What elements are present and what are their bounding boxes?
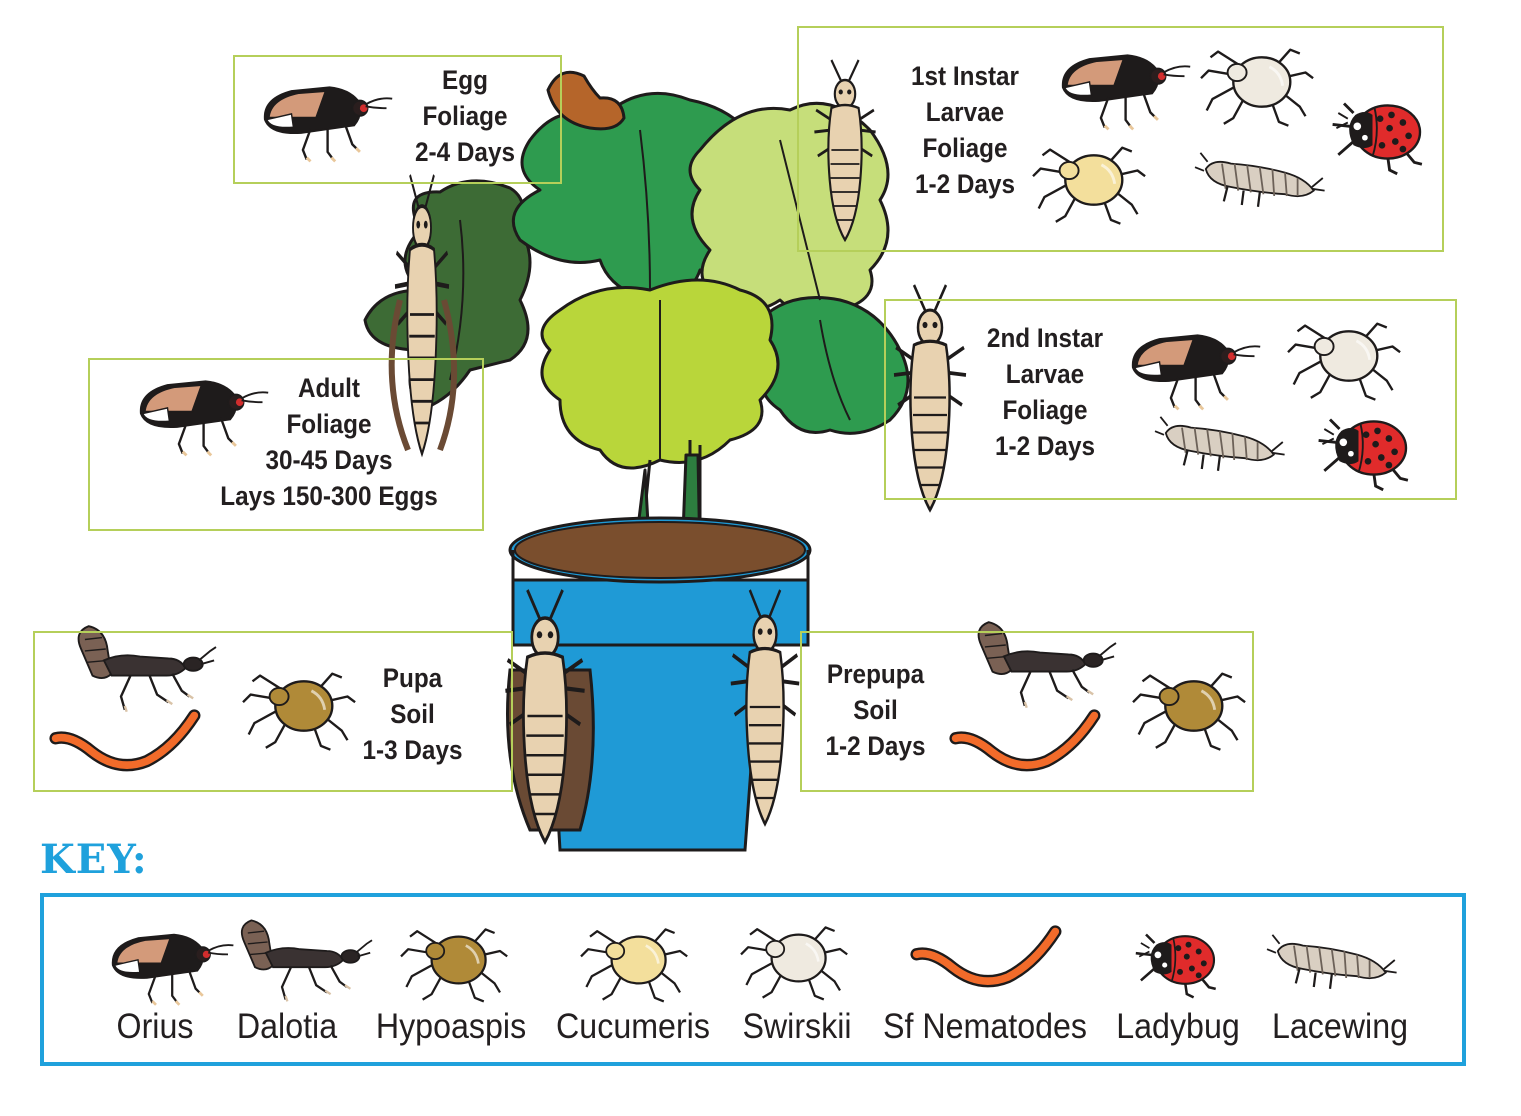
key-title: KEY:: [40, 836, 148, 883]
thrips-adult-icon: [388, 175, 458, 454]
key-label-sf-nematodes: Sf Nematodes: [882, 1007, 1088, 1046]
thrips-egg-icon: [546, 70, 626, 131]
second-instar-stage-label: 2nd Instar Larvae Foliage 1-2 Days: [986, 323, 1104, 461]
pupa-stage-label: Pupa Soil 1-3 Days: [362, 663, 463, 765]
key-label-swirskii: Swirskii: [742, 1007, 852, 1046]
adult-stage-label: Adult Foliage 30-45 Days Lays 150-300 Eg…: [220, 373, 438, 511]
egg-stage-box: [233, 55, 562, 184]
prepupa-stage-box: [800, 631, 1254, 792]
key-label-cucumeris: Cucumeris: [556, 1007, 710, 1046]
key-label-orius: Orius: [116, 1007, 194, 1046]
prepupa-stage-label: Prepupa Soil 1-2 Days: [825, 659, 926, 761]
adult-stage-box: [88, 358, 484, 531]
pupa-stage-box: [33, 631, 513, 792]
first-instar-stage-box: [797, 26, 1444, 252]
egg-stage-label: Egg Foliage 2-4 Days: [415, 65, 515, 167]
key-box: [40, 893, 1466, 1066]
key-label-hypoaspis: Hypoaspis: [375, 1007, 527, 1046]
key-label-dalotia: Dalotia: [236, 1007, 338, 1046]
key-label-ladybug: Ladybug: [1116, 1007, 1240, 1046]
thrips-pupa-icon: [505, 590, 595, 842]
key-label-lacewing: Lacewing: [1271, 1007, 1409, 1046]
first-instar-stage-label: 1st Instar Larvae Foliage 1-2 Days: [910, 61, 1020, 199]
second-instar-stage-box: [884, 299, 1457, 500]
